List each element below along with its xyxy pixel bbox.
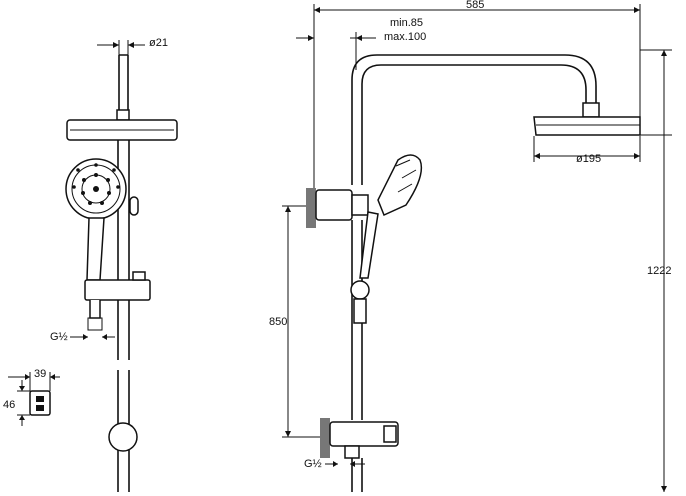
front-view: ø21 bbox=[3, 37, 178, 492]
front-top-pipe bbox=[118, 54, 129, 112]
projection-dimension: min.85 max.100 bbox=[296, 17, 426, 70]
side-head-shower bbox=[533, 116, 641, 136]
side-hand-shower bbox=[350, 154, 423, 324]
right-connection-dimension: G½ bbox=[304, 458, 365, 470]
bracket-height-label: 46 bbox=[3, 399, 15, 411]
side-curved-arm bbox=[351, 54, 597, 185]
front-slider-knob bbox=[132, 271, 146, 281]
total-width-dimension: 585 bbox=[313, 0, 641, 195]
side-view: 585 min.85 max.100 ø195 bbox=[269, 0, 672, 492]
front-head-joint bbox=[116, 109, 130, 121]
total-height-label: 1222 bbox=[647, 265, 671, 277]
min-projection-label: min.85 bbox=[390, 17, 423, 29]
left-connection-label: G½ bbox=[50, 331, 68, 343]
bracket-width-label: 39 bbox=[34, 368, 46, 380]
pipe-diameter-label: ø21 bbox=[149, 37, 168, 49]
mount-height-label: 850 bbox=[269, 316, 287, 328]
total-height-dimension: 1222 bbox=[640, 49, 672, 492]
wall-upper bbox=[306, 188, 369, 228]
max-projection-label: max.100 bbox=[384, 31, 426, 43]
head-diameter-label: ø195 bbox=[576, 153, 601, 165]
mount-height-dimension: 850 bbox=[269, 205, 320, 438]
right-connection-label: G½ bbox=[304, 458, 322, 470]
front-slider bbox=[84, 279, 151, 301]
bracket-detail: 39 46 bbox=[3, 368, 60, 426]
front-hose-nut bbox=[89, 300, 101, 319]
front-hook bbox=[129, 196, 139, 216]
left-connection-dimension: G½ bbox=[50, 331, 115, 343]
front-hand-shower bbox=[65, 158, 127, 281]
pipe-diameter-dimension: ø21 bbox=[97, 37, 168, 55]
wall-lower bbox=[320, 418, 399, 459]
side-head-joint bbox=[582, 102, 600, 118]
head-diameter-dimension: ø195 bbox=[533, 136, 641, 165]
front-diverter bbox=[108, 422, 138, 452]
total-width-label: 585 bbox=[466, 0, 484, 11]
